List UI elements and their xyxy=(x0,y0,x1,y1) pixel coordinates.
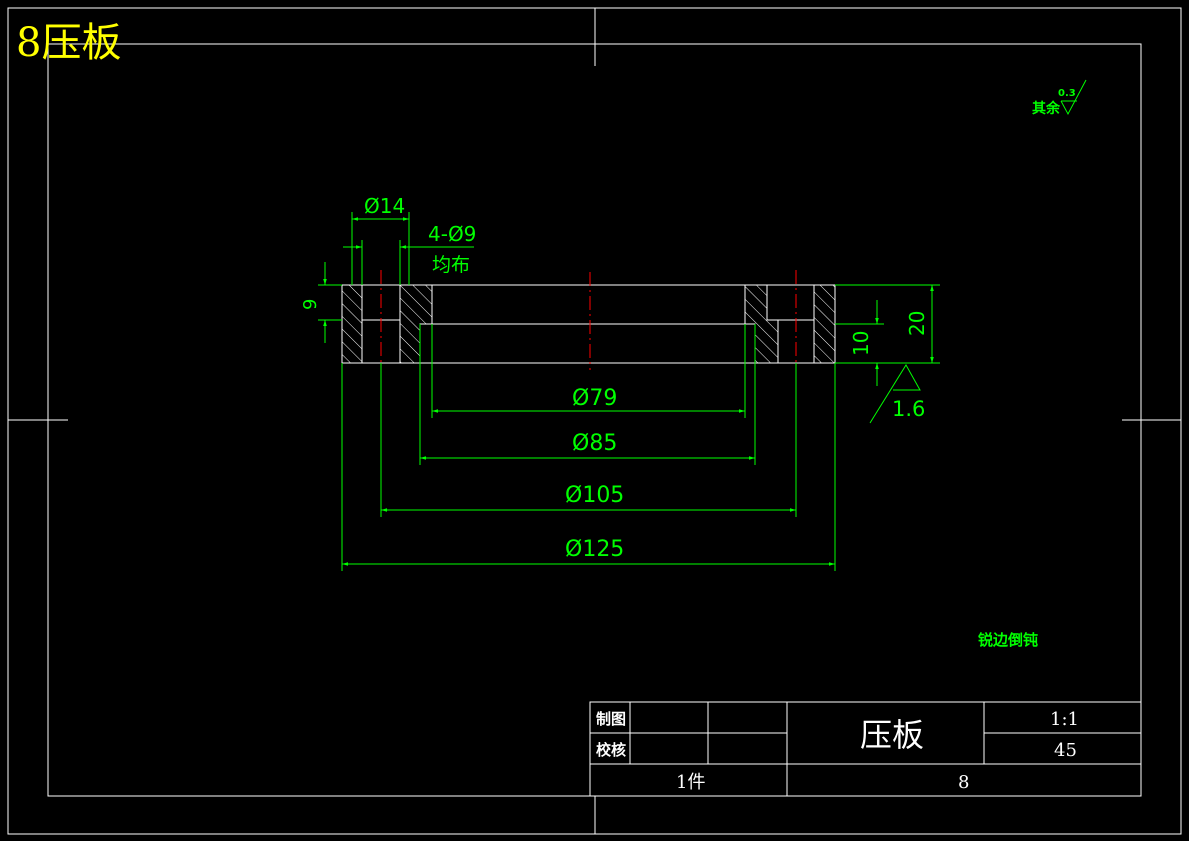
roughness-value: 0.3 xyxy=(1058,88,1076,99)
roughness-prefix: 其余 xyxy=(1032,100,1061,117)
dim-h20: 20 xyxy=(905,311,929,336)
technical-note: 锐边倒钝 xyxy=(978,631,1038,649)
sheet-title: 8压板 xyxy=(16,20,121,66)
drawn-by-label: 制图 xyxy=(596,710,626,728)
checked-by-label: 校核 xyxy=(596,741,626,759)
surface-roughness-note: 其余 0.3 xyxy=(1032,79,1087,117)
dim-ra: 1.6 xyxy=(892,397,925,421)
hatch-left-inner xyxy=(399,284,433,364)
dim-d105: Ø105 xyxy=(565,483,624,508)
sheet-frame xyxy=(7,7,1182,835)
part-section xyxy=(341,270,836,372)
dimensions: Ø14 4-Ø9 均布 9 10 20 1.6 Ø79 xyxy=(300,194,940,571)
title-block: 制图 校核 压板 1:1 45 1件 8 xyxy=(589,701,1142,797)
dim-h10: 10 xyxy=(849,331,873,356)
dim-holes-note: 均布 xyxy=(432,254,470,276)
roughness-ra-icon xyxy=(869,364,921,424)
dim-h9: 9 xyxy=(300,299,321,310)
roughness-symbol-icon xyxy=(1060,79,1087,116)
dim-holes: 4-Ø9 xyxy=(428,222,476,246)
material-value: 45 xyxy=(1054,740,1077,761)
dim-d85: Ø85 xyxy=(572,431,617,456)
hatch-right-outer xyxy=(813,284,836,364)
dim-d14: Ø14 xyxy=(364,194,405,218)
scale-value: 1:1 xyxy=(1050,709,1079,730)
quantity-value: 1件 xyxy=(676,772,705,793)
dim-d125: Ø125 xyxy=(565,537,624,562)
dim-d79: Ø79 xyxy=(572,386,617,411)
hatch-left-outer xyxy=(341,284,363,364)
part-name: 压板 xyxy=(860,716,924,754)
hatch-right-inner xyxy=(744,284,779,364)
drawing-number: 8 xyxy=(958,772,969,793)
